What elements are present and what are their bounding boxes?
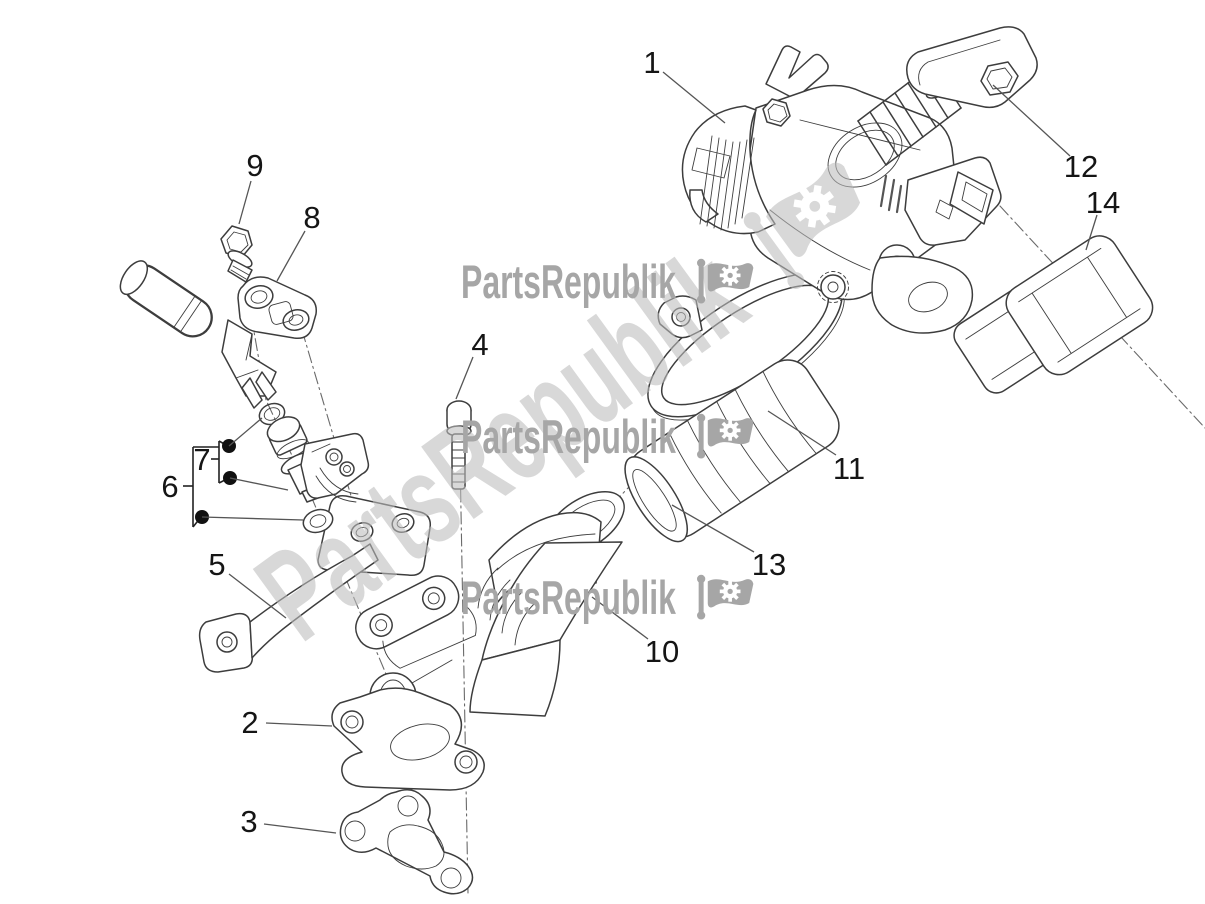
callout-9: 9 [246, 148, 263, 183]
leader-line-8 [276, 230, 306, 282]
part-12-drawing [906, 26, 1038, 109]
callout-4: 4 [471, 327, 488, 362]
callout-1: 1 [643, 45, 660, 80]
callout-8: 8 [303, 200, 320, 235]
part-5-drawing [198, 543, 379, 673]
watermark-row-1: PartsRepublik [461, 255, 755, 309]
part-3-drawing [339, 789, 474, 895]
part-2-drawing [317, 494, 623, 791]
leader-line-13 [671, 504, 755, 553]
leader-line-10 [591, 596, 649, 640]
callout-6: 6 [161, 469, 178, 504]
dot-leader-2 [201, 516, 304, 521]
part-11-drawing [647, 272, 845, 421]
leader-line-1 [662, 71, 726, 124]
watermark-text: PartsRepublik [461, 571, 676, 624]
leader-line-14 [1085, 214, 1098, 251]
leader-line-9 [238, 180, 252, 225]
callout-13: 13 [752, 547, 786, 582]
callout-3: 3 [240, 804, 257, 839]
callout-7: 7 [193, 442, 210, 477]
watermark-text: PartsRepublik [461, 255, 676, 308]
watermark-row-3: PartsRepublik [461, 571, 755, 625]
callout-2: 2 [241, 705, 258, 740]
leader-line-2 [265, 722, 333, 727]
leader-line-11 [767, 410, 837, 456]
part-8-drawing [119, 260, 318, 426]
leader-line-5 [228, 573, 287, 619]
flag-gear-icon [697, 572, 755, 624]
part-4-drawing [446, 400, 472, 490]
dot-leader-0 [228, 417, 263, 447]
callout-14: 14 [1086, 185, 1120, 220]
flag-gear-icon [697, 256, 755, 308]
callout-11: 11 [833, 451, 865, 486]
part-14-drawing [953, 235, 1154, 394]
callout-5: 5 [208, 547, 225, 582]
dot-leader-1 [229, 477, 289, 491]
part-9-drawing [220, 225, 253, 283]
callout-10: 10 [645, 634, 679, 669]
leader-line-4 [455, 356, 474, 400]
watermark-row-2: PartsRepublik [461, 410, 755, 464]
watermark-text: PartsRepublik [461, 410, 676, 463]
flag-gear-icon [697, 411, 755, 463]
leader-line-12 [992, 84, 1071, 157]
part-13-drawing [624, 359, 840, 543]
leader-line-3 [263, 823, 337, 834]
callout-12: 12 [1064, 149, 1098, 184]
part-6-7-drawing [266, 416, 370, 534]
